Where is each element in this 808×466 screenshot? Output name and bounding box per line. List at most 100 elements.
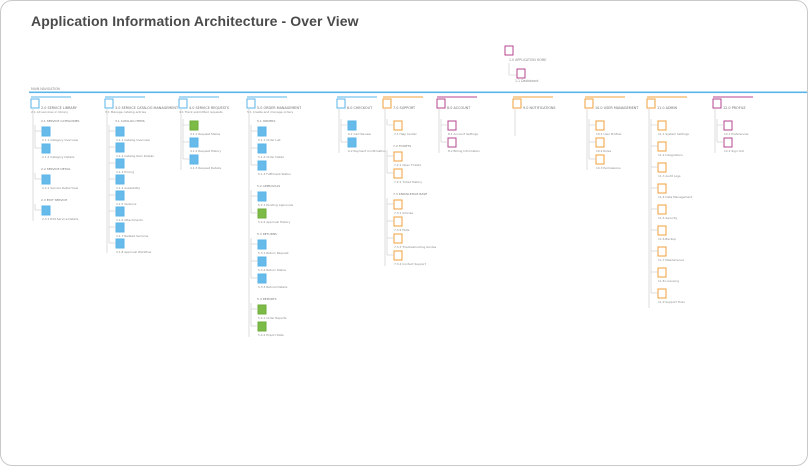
section-title-8: 10.0 USER MANAGEMENT [595, 106, 639, 110]
item-label-9-0-8: 11.9 Support Tools [658, 300, 685, 304]
item-page-icon-8-0-2[interactable] [595, 154, 605, 165]
item-page-icon-0-0-0[interactable] [41, 126, 51, 137]
section-page-icon-5[interactable] [382, 98, 392, 109]
item-page-icon-4-0-1[interactable] [347, 137, 357, 148]
group-heading-0-0: 2.1 SERVICE CATEGORIES [41, 119, 80, 123]
section-page-icon-6[interactable] [436, 98, 446, 109]
item-page-icon-5-2-0[interactable] [393, 199, 403, 210]
item-page-icon-10-0-1[interactable] [723, 137, 733, 148]
item-page-icon-0-1-0[interactable] [41, 174, 51, 185]
group-heading-5-2: 7.3 KNOWLEDGE BASE [393, 192, 427, 196]
group-heading-3-3: 5.4 REPORTS [257, 297, 277, 301]
section-title-0: 2.0 SERVICE LIBRARY [41, 106, 78, 110]
item-page-icon-10-0-0[interactable] [723, 120, 733, 131]
section-page-icon-4[interactable] [336, 98, 346, 109]
item-page-icon-4-0-0[interactable] [347, 120, 357, 131]
item-label-2-0-0: 4.1.1 Request Status [190, 132, 221, 136]
item-page-icon-9-0-6[interactable] [657, 246, 667, 257]
item-page-icon-9-0-1[interactable] [657, 141, 667, 152]
item-page-icon-2-0-2[interactable] [189, 154, 199, 165]
item-page-icon-3-0-0[interactable] [257, 126, 267, 137]
item-label-3-2-2: 5.3.3 Refund Details [258, 285, 288, 289]
item-page-icon-9-0-7[interactable] [657, 267, 667, 278]
item-page-icon-1-0-2[interactable] [115, 158, 125, 169]
item-page-icon-5-1-1[interactable] [393, 168, 403, 179]
group-heading-5-1: 7.2 TICKETS [393, 144, 411, 148]
item-page-icon-1-0-1[interactable] [115, 142, 125, 153]
item-label-5-1-0: 7.2.1 Open Tickets [394, 163, 421, 167]
section-page-icon-3[interactable] [246, 98, 256, 109]
section-page-icon-2[interactable] [178, 98, 188, 109]
item-page-icon-1-0-5[interactable] [115, 206, 125, 217]
item-page-icon-9-0-4[interactable] [657, 204, 667, 215]
section-page-icon-0[interactable] [30, 98, 40, 109]
item-label-5-0-0: 7.1 Help Center [394, 132, 418, 136]
section-title-4: 6.0 CHECKOUT [347, 106, 373, 110]
item-page-icon-3-0-2[interactable] [257, 160, 267, 171]
item-page-icon-3-3-1[interactable] [257, 321, 267, 332]
item-page-icon-9-0-3[interactable] [657, 183, 667, 194]
item-label-1-0-6: 3.1.7 Related Services [116, 234, 149, 238]
item-page-icon-6-0-0[interactable] [447, 120, 457, 131]
section-page-icon-9[interactable] [646, 98, 656, 109]
item-label-2-0-1: 4.1.2 Request History [190, 149, 222, 153]
item-page-icon-5-2-2[interactable] [393, 233, 403, 244]
item-page-icon-5-0-0[interactable] [393, 120, 403, 131]
item-page-icon-1-0-4[interactable] [115, 190, 125, 201]
item-label-3-1-1: 5.2.2 Approval History [258, 220, 291, 224]
item-page-icon-3-0-1[interactable] [257, 143, 267, 154]
item-page-icon-9-0-5[interactable] [657, 225, 667, 236]
group-heading-3-1: 5.2 APPROVALS [257, 184, 280, 188]
item-page-icon-3-3-0[interactable] [257, 304, 267, 315]
page-title: Application Information Architecture - O… [31, 13, 359, 29]
item-page-icon-0-2-0[interactable] [41, 205, 51, 216]
item-label-3-0-0: 5.1.1 Order List [258, 138, 281, 142]
group-heading-0-1: 2.2 SERVICE DETAIL [41, 167, 71, 171]
item-label-3-3-1: 5.4.2 Export Data [258, 333, 284, 337]
item-page-icon-0-0-1[interactable] [41, 143, 51, 154]
section-title-1: 3.0 SERVICE CATALOG MANAGEMENT [115, 106, 179, 110]
item-label-10-0-1: 12.2 Sign Out [724, 149, 745, 153]
top-node-child-page-icon[interactable] [516, 68, 526, 79]
main-navigation-bar [29, 91, 807, 94]
section-page-icon-1[interactable] [104, 98, 114, 109]
item-page-icon-3-2-1[interactable] [257, 256, 267, 267]
item-page-icon-5-2-1[interactable] [393, 216, 403, 227]
section-page-icon-8[interactable] [584, 98, 594, 109]
item-label-6-0-0: 8.1 Account Settings [448, 132, 478, 136]
top-node-page-icon[interactable] [504, 45, 514, 56]
item-page-icon-1-0-6[interactable] [115, 222, 125, 233]
item-page-icon-5-1-0[interactable] [393, 151, 403, 162]
item-page-icon-3-1-0[interactable] [257, 191, 267, 202]
item-label-9-0-7: 11.8 Licensing [658, 279, 679, 283]
item-label-1-0-2: 3.1.3 Pricing [116, 170, 134, 174]
item-page-icon-1-0-0[interactable] [115, 126, 125, 137]
section-page-icon-7[interactable] [512, 98, 522, 109]
item-page-icon-3-2-0[interactable] [257, 239, 267, 250]
item-page-icon-8-0-0[interactable] [595, 120, 605, 131]
item-page-icon-2-0-0[interactable] [189, 120, 199, 131]
item-label-5-2-0: 7.3.1 Articles [394, 211, 414, 215]
item-page-icon-5-2-3[interactable] [393, 250, 403, 261]
item-page-icon-3-2-2[interactable] [257, 273, 267, 284]
group-heading-3-2: 5.3 RETURNS [257, 232, 277, 236]
top-node-child-label: 1.1 Dashboard [515, 79, 538, 83]
item-page-icon-9-0-2[interactable] [657, 162, 667, 173]
item-label-5-2-3: 7.3.4 Contact Support [394, 262, 427, 266]
item-page-icon-6-0-1[interactable] [447, 137, 457, 148]
section-title-7: 9.0 NOTIFICATIONS [523, 106, 556, 110]
section-page-icon-10[interactable] [712, 98, 722, 109]
item-page-icon-1-0-3[interactable] [115, 174, 125, 185]
item-page-icon-9-0-0[interactable] [657, 120, 667, 131]
item-label-1-0-3: 3.1.4 Availability [116, 186, 140, 190]
item-page-icon-2-0-1[interactable] [189, 137, 199, 148]
item-label-0-0-1: 2.1.2 Category Details [42, 155, 75, 159]
item-page-icon-3-1-1[interactable] [257, 208, 267, 219]
item-label-8-0-2: 10.3 Permissions [596, 166, 621, 170]
item-label-5-2-2: 7.3.3 Troubleshooting Guides [394, 245, 437, 249]
item-page-icon-9-0-8[interactable] [657, 288, 667, 299]
item-page-icon-1-0-7[interactable] [115, 238, 125, 249]
item-label-1-0-7: 3.1.8 Approval Workflow [116, 250, 152, 254]
item-page-icon-8-0-1[interactable] [595, 137, 605, 148]
